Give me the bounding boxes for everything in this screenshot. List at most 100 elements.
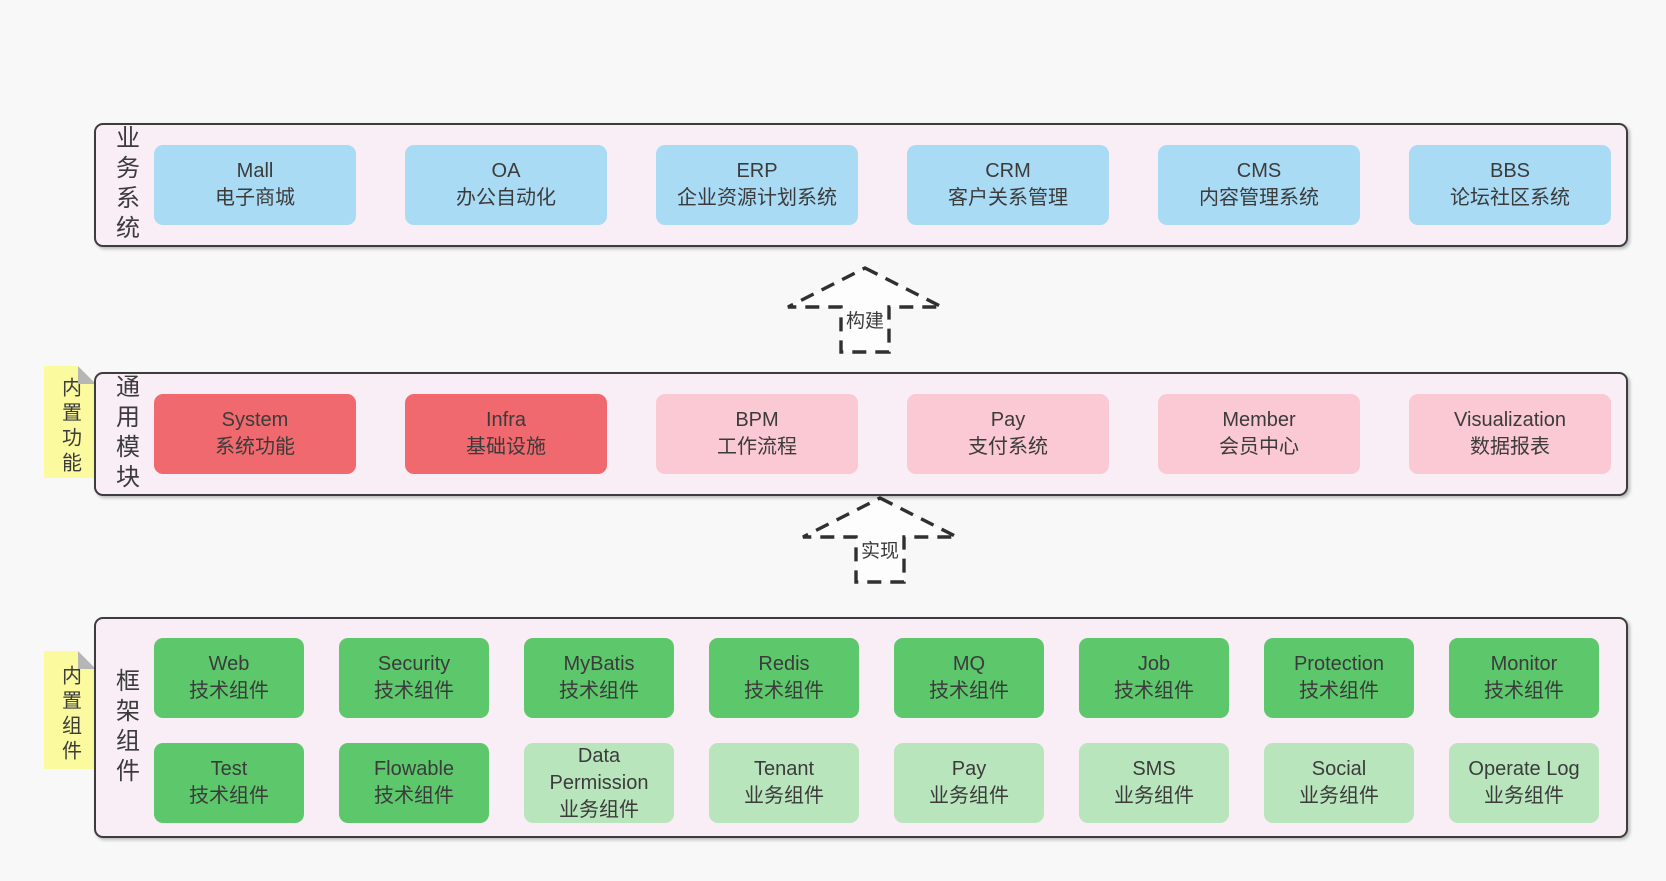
module-box-subtitle: 技术组件 (559, 680, 639, 702)
module-box-title: MQ (952, 653, 986, 675)
module-box-subtitle: 客户关系管理 (948, 187, 1068, 209)
module-box-title: Web (208, 653, 250, 675)
module-box-subtitle: 基础设施 (466, 436, 546, 458)
module-box-subtitle: 工作流程 (717, 436, 797, 458)
module-box-flowable: Flowable 技术组件 (339, 743, 489, 823)
module-box-bpm: BPM 工作流程 (656, 394, 858, 474)
module-box-subtitle: 技术组件 (189, 785, 269, 807)
module-box-subtitle: 业务组件 (1484, 785, 1564, 807)
arrow-implement: 实现 (800, 494, 960, 586)
module-box-pay: Pay 支付系统 (907, 394, 1109, 474)
module-box-subtitle: 数据报表 (1470, 436, 1550, 458)
module-box-security: Security 技术组件 (339, 638, 489, 718)
module-box-title: Mall (236, 160, 274, 182)
module-box-infra: Infra 基础设施 (405, 394, 607, 474)
module-box-title: Member (1222, 409, 1296, 431)
module-box-mybatis: MyBatis 技术组件 (524, 638, 674, 718)
module-box-subtitle: 业务组件 (559, 798, 639, 821)
module-box-web: Web 技术组件 (154, 638, 304, 718)
module-box-redis: Redis 技术组件 (709, 638, 859, 718)
module-box-subtitle: 技术组件 (1114, 680, 1194, 702)
module-box-subtitle: 内容管理系统 (1199, 187, 1319, 209)
module-box-subtitle: 技术组件 (189, 680, 269, 702)
sticky-note-label: 内置功能 (58, 377, 81, 477)
module-box-subtitle: 业务组件 (1299, 785, 1379, 807)
module-box-subtitle: 办公自动化 (456, 187, 556, 209)
module-box-title: Flowable (373, 758, 455, 780)
module-box-subtitle: 业务组件 (744, 785, 824, 807)
sticky-note-built-in-features: 内置功能 (44, 366, 96, 478)
module-box-title: ERP (736, 160, 778, 182)
arrow-build: 构建 (785, 264, 945, 356)
module-box-member: Member 会员中心 (1158, 394, 1360, 474)
module-box-title: Protection (1293, 653, 1385, 675)
layer-label-text: 框架组件 (111, 667, 139, 788)
module-box-subtitle: 技术组件 (929, 680, 1009, 702)
module-box-title: Pay (951, 758, 987, 780)
sticky-note-label: 内置组件 (58, 665, 81, 765)
module-box-cms: CMS 内容管理系统 (1158, 145, 1360, 225)
module-box-oa: OA 办公自动化 (405, 145, 607, 225)
module-box-subtitle: 企业资源计划系统 (677, 187, 837, 209)
module-box-title: Redis (758, 653, 810, 675)
module-box-title: Pay (990, 409, 1026, 431)
module-box-title: CMS (1236, 160, 1282, 182)
module-box-title: BBS (1489, 160, 1531, 182)
module-box-subtitle: 业务组件 (929, 785, 1009, 807)
module-box-title: Operate Log (1468, 758, 1580, 780)
module-box-subtitle: 业务组件 (1114, 785, 1194, 807)
module-box-subtitle: 技术组件 (744, 680, 824, 702)
layer-label-business-systems: 业务系统 (96, 125, 154, 245)
module-box-subtitle: 支付系统 (968, 436, 1048, 458)
layer-label-text: 通用模块 (111, 374, 139, 494)
module-box-mall: Mall 电子商城 (154, 145, 356, 225)
modules-row: System 系统功能 Infra 基础设施 BPM 工作流程 Pay 支付系统 Member 会… (154, 394, 1611, 474)
module-box-title: BPM (735, 409, 779, 431)
module-box-job: Job 技术组件 (1079, 638, 1229, 718)
module-box-subtitle: 技术组件 (374, 680, 454, 702)
module-box-title: Security (377, 653, 451, 675)
module-box-system: System 系统功能 (154, 394, 356, 474)
module-box-pay: Pay 业务组件 (894, 743, 1044, 823)
sticky-note-built-in-components: 内置组件 (44, 651, 96, 769)
module-box-visualization: Visualization 数据报表 (1409, 394, 1611, 474)
module-box-title: Job (1137, 653, 1171, 675)
module-box-subtitle: 技术组件 (374, 785, 454, 807)
module-box-title: Test (210, 758, 248, 780)
arrow-implement-label: 实现 (857, 536, 903, 563)
layer-label-text: 业务系统 (111, 125, 139, 245)
module-box-subtitle: 技术组件 (1299, 680, 1379, 702)
module-box-test: Test 技术组件 (154, 743, 304, 823)
module-box-tenant: Tenant 业务组件 (709, 743, 859, 823)
module-box-title: MyBatis (563, 653, 635, 675)
module-box-title: Infra (485, 409, 527, 431)
module-box-subtitle: 系统功能 (215, 436, 295, 458)
module-box-subtitle: 电子商城 (215, 187, 295, 209)
module-box-title: System (221, 409, 289, 431)
layer-label-framework-components: 框架组件 (96, 619, 154, 836)
module-box-protection: Protection 技术组件 (1264, 638, 1414, 718)
layer-label-common-modules: 通用模块 (96, 374, 154, 494)
module-box-title: SMS (1132, 758, 1176, 780)
module-box-title: Data Permission (549, 744, 649, 794)
arrow-build-label: 构建 (842, 306, 888, 333)
module-box-sms: SMS 业务组件 (1079, 743, 1229, 823)
module-box-title: Monitor (1490, 653, 1558, 675)
module-box-subtitle: 会员中心 (1219, 436, 1299, 458)
module-box-erp: ERP 企业资源计划系统 (656, 145, 858, 225)
module-box-title: OA (491, 160, 521, 182)
module-box-title: Visualization (1454, 409, 1566, 431)
module-box-title: Tenant (753, 758, 815, 780)
